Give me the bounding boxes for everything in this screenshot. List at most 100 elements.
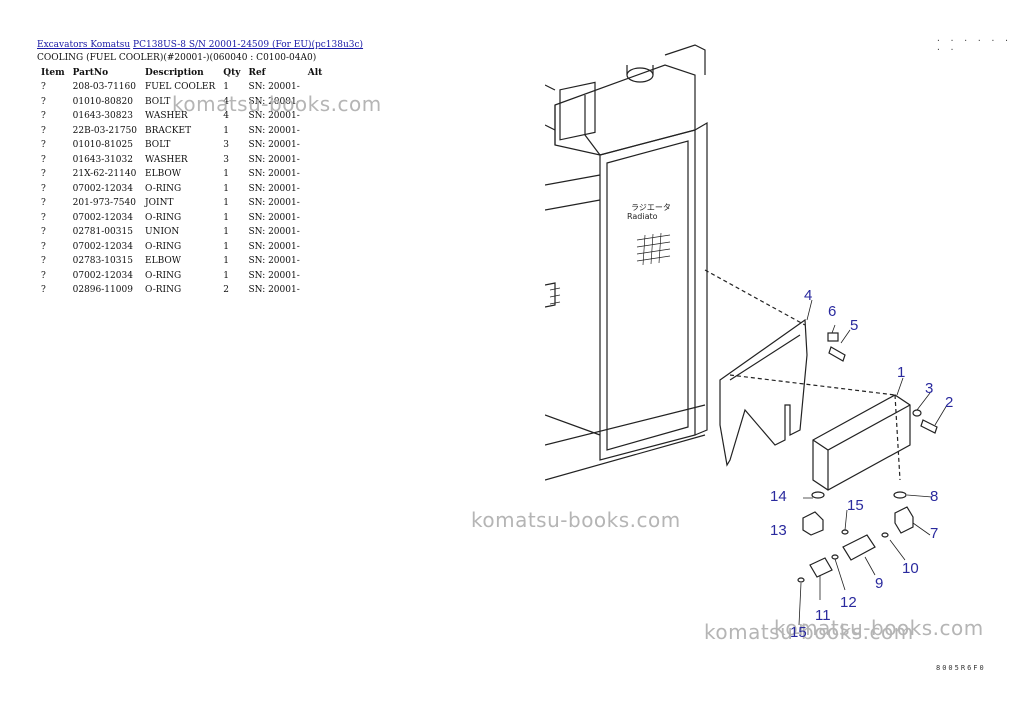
exploded-parts-diagram: ラジエータ Radiato 1 2 3 4 5 6 7 8 9 10 11 12… (545, 44, 953, 641)
cell-alt (304, 283, 327, 298)
cell-qty: 1 (223, 169, 229, 180)
cell-ref: SN: 20001- (248, 241, 300, 252)
radiator-label-jp: ラジエータ (631, 203, 671, 212)
cell-alt (304, 124, 327, 139)
cell-ref: SN: 20001- (248, 198, 300, 209)
callout-14: 14 (770, 488, 787, 505)
breadcrumb: Excavators Komatsu PC138US-8 S/N 20001-2… (37, 40, 363, 50)
cell-partno: 01643-30823 (72, 111, 133, 122)
cell-partno: 01010-80820 (72, 96, 133, 107)
cell-partno: 01010-81025 (72, 140, 133, 151)
cell-item: ? (41, 183, 46, 194)
header-ref: Ref (248, 67, 266, 78)
fuel-cooler-part (812, 394, 911, 491)
cell-partno: 02896-11009 (72, 285, 133, 296)
washer-3-part (912, 409, 922, 417)
watermark: komatsu-books.com (172, 92, 382, 116)
fuel-cooler-edges (812, 404, 911, 490)
callout-8: 8 (930, 488, 938, 505)
cell-alt (304, 196, 327, 211)
callout-5: 5 (850, 317, 858, 334)
cell-ref: SN: 20001- (248, 285, 300, 296)
radiator-top-bracket (664, 44, 706, 75)
cell-item: ? (41, 198, 46, 209)
breadcrumb-link-excavators[interactable]: Excavators Komatsu (37, 40, 131, 50)
cell-partno: 01643-31032 (72, 154, 133, 165)
bolt-6-part (827, 332, 839, 342)
cell-qty: 1 (223, 227, 229, 238)
cell-ref: SN: 20001- (248, 96, 300, 107)
cell-partno: 22B-03-21750 (72, 125, 138, 136)
cell-item: ? (41, 82, 46, 93)
cell-item: ? (41, 227, 46, 238)
leader-line-8 (894, 394, 901, 481)
cell-partno: 07002-12034 (72, 212, 133, 223)
cell-partno: 201-973-7540 (72, 198, 136, 209)
radiator-inlet-box (559, 81, 596, 141)
cell-description: JOINT (145, 198, 174, 209)
cell-item: ? (41, 212, 46, 223)
cell-partno: 02783-10315 (72, 256, 133, 267)
cell-partno: 07002-12034 (72, 270, 133, 281)
cell-partno: 208-03-71160 (72, 82, 136, 93)
cell-qty: 1 (223, 212, 229, 223)
cell-qty: 4 (223, 111, 229, 122)
cell-item: ? (41, 169, 46, 180)
callout-2: 2 (945, 394, 953, 411)
union-11-part (809, 557, 833, 578)
cell-item: ? (41, 154, 46, 165)
cell-description: UNION (145, 227, 180, 238)
page-title: COOLING (FUEL COOLER)(#20001-)(060040 : … (37, 53, 317, 63)
elbow-13-part (802, 511, 824, 536)
breadcrumb-link-model[interactable]: PC138US-8 S/N 20001-24509 (For EU)(pc138… (133, 40, 364, 50)
watermark: komatsu-books.com (471, 508, 681, 532)
cell-description: O-RING (145, 285, 182, 296)
cell-item: ? (41, 285, 46, 296)
callout-15b: 15 (790, 624, 807, 641)
cell-description: O-RING (145, 212, 182, 223)
cell-qty: 2 (223, 285, 229, 296)
cell-description: BRACKET (145, 125, 192, 136)
callout-leaders (798, 299, 948, 626)
callout-15: 15 (847, 497, 864, 514)
watermark: komatsu-books.com (704, 620, 914, 644)
cell-alt (304, 254, 327, 269)
cell-ref: SN: 20001- (248, 169, 300, 180)
cell-item: ? (41, 96, 46, 107)
cell-partno: 07002-12034 (72, 183, 133, 194)
cell-ref: SN: 20001- (248, 82, 300, 93)
oring-12-part (831, 554, 839, 560)
cell-alt (304, 153, 327, 168)
header-partno: PartNo (72, 67, 109, 78)
joint-9-part (842, 534, 876, 561)
cell-ref: SN: 20001- (248, 256, 300, 267)
oring-10-part (881, 532, 889, 538)
cell-qty: 3 (223, 140, 229, 151)
cell-ref: SN: 20001- (248, 270, 300, 281)
callout-7: 7 (930, 525, 938, 542)
callout-1: 1 (897, 364, 905, 381)
cell-alt (304, 211, 327, 226)
cell-qty: 1 (223, 82, 229, 93)
table-row: ? 02896-11009 O-RING 2 SN: 20001- (37, 283, 326, 298)
radiator-cap (626, 67, 654, 83)
cell-description: ELBOW (145, 256, 181, 267)
oring-15-part (841, 529, 849, 535)
oring-14-part (811, 491, 825, 499)
cell-item: ? (41, 270, 46, 281)
cell-ref: SN: 20001- (248, 125, 300, 136)
header-qty: Qty (223, 67, 241, 78)
cell-item: ? (41, 125, 46, 136)
callout-10: 10 (902, 560, 919, 577)
header-item: Item (41, 67, 65, 78)
cell-qty: 1 (223, 256, 229, 267)
